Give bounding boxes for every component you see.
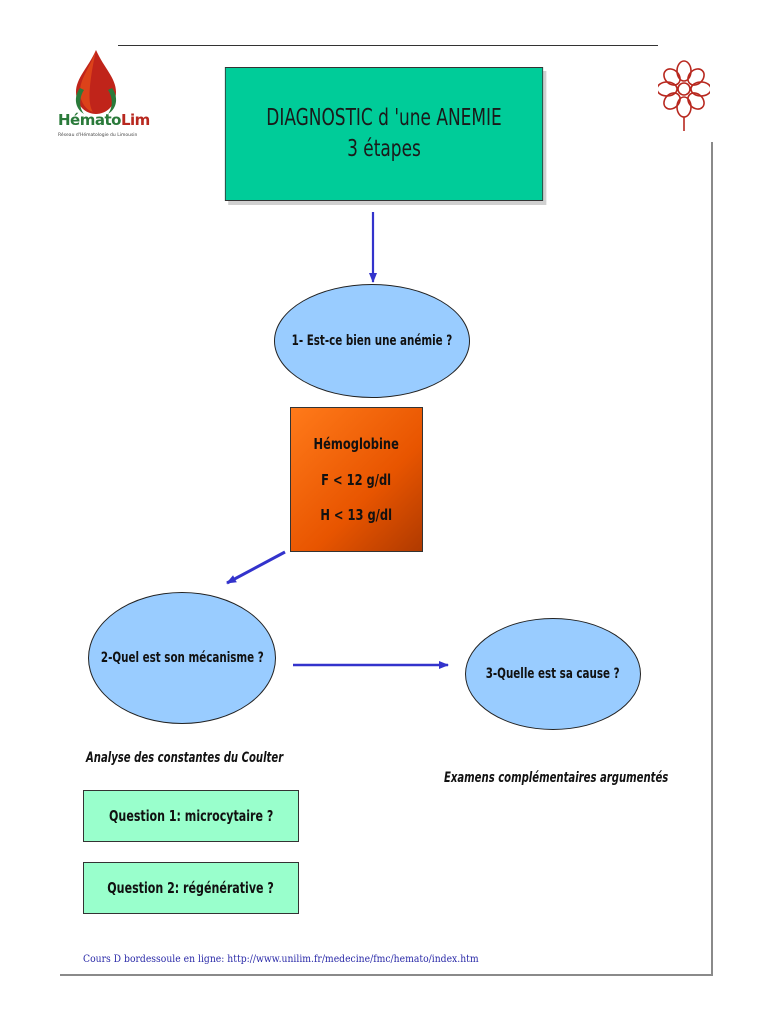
hemoglobin-label: Hémoglobine [313,435,400,454]
title-line-2: 3 étapes [347,136,421,162]
examens-label: Examens complémentaires argumentés [444,770,669,786]
step-1-label: 1- Est-ce bien une anémie ? [291,333,453,349]
question-2-box: Question 2: régénérative ? [83,862,299,914]
question-1-label: Question 1: microcytaire ? [108,807,274,825]
title-line-1: DIAGNOSTIC d 'une ANEMIE [266,104,502,131]
hemoglobin-male: H < 13 g/dl [320,505,393,524]
question-2-label: Question 2: régénérative ? [107,879,275,897]
logo-name: HématoLim [58,111,150,129]
title-box: DIAGNOSTIC d 'une ANEMIE 3 étapes [224,67,544,201]
logo-subtitle: Réseau d'Hématologie du Limousin [58,133,138,138]
hemoglobin-box: Hémoglobine F < 12 g/dl H < 13 g/dl [290,407,423,552]
hematolim-drop-logo-icon [75,50,117,114]
step-2-ellipse: 2-Quel est son mécanisme ? [88,592,276,724]
footer-course-link[interactable]: Cours D bordessoule en ligne: http://www… [83,953,479,965]
step-1-ellipse: 1- Est-ce bien une anémie ? [274,284,470,398]
step-3-label: 3-Quelle est sa cause ? [486,666,620,682]
bottom-frame-edge [60,974,713,976]
right-frame-edge [711,142,713,976]
arrow-hemoglobin-to-step2 [226,550,286,585]
hematolim-logo: HématoLim Réseau d'Hématologie du Limous… [52,48,152,153]
question-1-box: Question 1: microcytaire ? [83,790,299,842]
step-3-ellipse: 3-Quelle est sa cause ? [465,618,641,730]
top-divider [118,45,658,46]
hemoglobin-female: F < 12 g/dl [321,470,392,489]
step-2-label: 2-Quel est son mécanisme ? [100,650,264,666]
coulter-label: Analyse des constantes du Coulter [86,750,284,766]
